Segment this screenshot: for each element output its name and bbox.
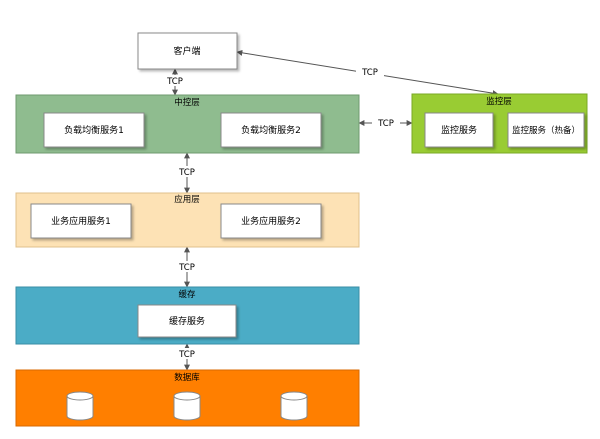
- database-icon: [66, 391, 94, 421]
- label-cache-db: TCP: [178, 350, 195, 360]
- label-control-app: TCP: [178, 168, 195, 178]
- label-client-control: TCP: [166, 77, 183, 87]
- db-layer: 数据库: [15, 369, 360, 427]
- control-layer: 中控层 负载均衡服务1 负载均衡服务2: [15, 94, 360, 154]
- cache-layer-title: 缓存: [178, 289, 196, 300]
- app-service-2: 业务应用服务2: [241, 215, 301, 227]
- control-service-1: 负载均衡服务1: [64, 124, 124, 136]
- monitor-service-1: 监控服务: [441, 124, 477, 136]
- app-layer: 应用层 业务应用服务1 业务应用服务2: [15, 192, 360, 248]
- cache-service: 缓存服务: [169, 315, 205, 327]
- monitor-layer-title: 监控层: [486, 96, 512, 107]
- control-service-2: 负载均衡服务2: [241, 124, 301, 136]
- monitor-layer: 监控层 监控服务 监控服务（热备）: [411, 93, 588, 154]
- app-service-1: 业务应用服务1: [51, 215, 111, 227]
- db-layer-title: 数据库: [174, 372, 200, 383]
- control-layer-title: 中控层: [174, 97, 200, 108]
- label-client-monitor: TCP: [361, 68, 378, 78]
- label-control-monitor: TCP: [377, 119, 394, 129]
- client-label: 客户端: [173, 45, 200, 57]
- cache-layer: 缓存 缓存服务: [15, 286, 360, 345]
- app-layer-title: 应用层: [174, 194, 200, 205]
- label-app-cache: TCP: [178, 263, 195, 273]
- monitor-service-2: 监控服务（热备）: [512, 125, 580, 136]
- client-node: 客户端: [137, 32, 238, 70]
- database-icon: [173, 391, 201, 421]
- database-icon: [280, 391, 308, 421]
